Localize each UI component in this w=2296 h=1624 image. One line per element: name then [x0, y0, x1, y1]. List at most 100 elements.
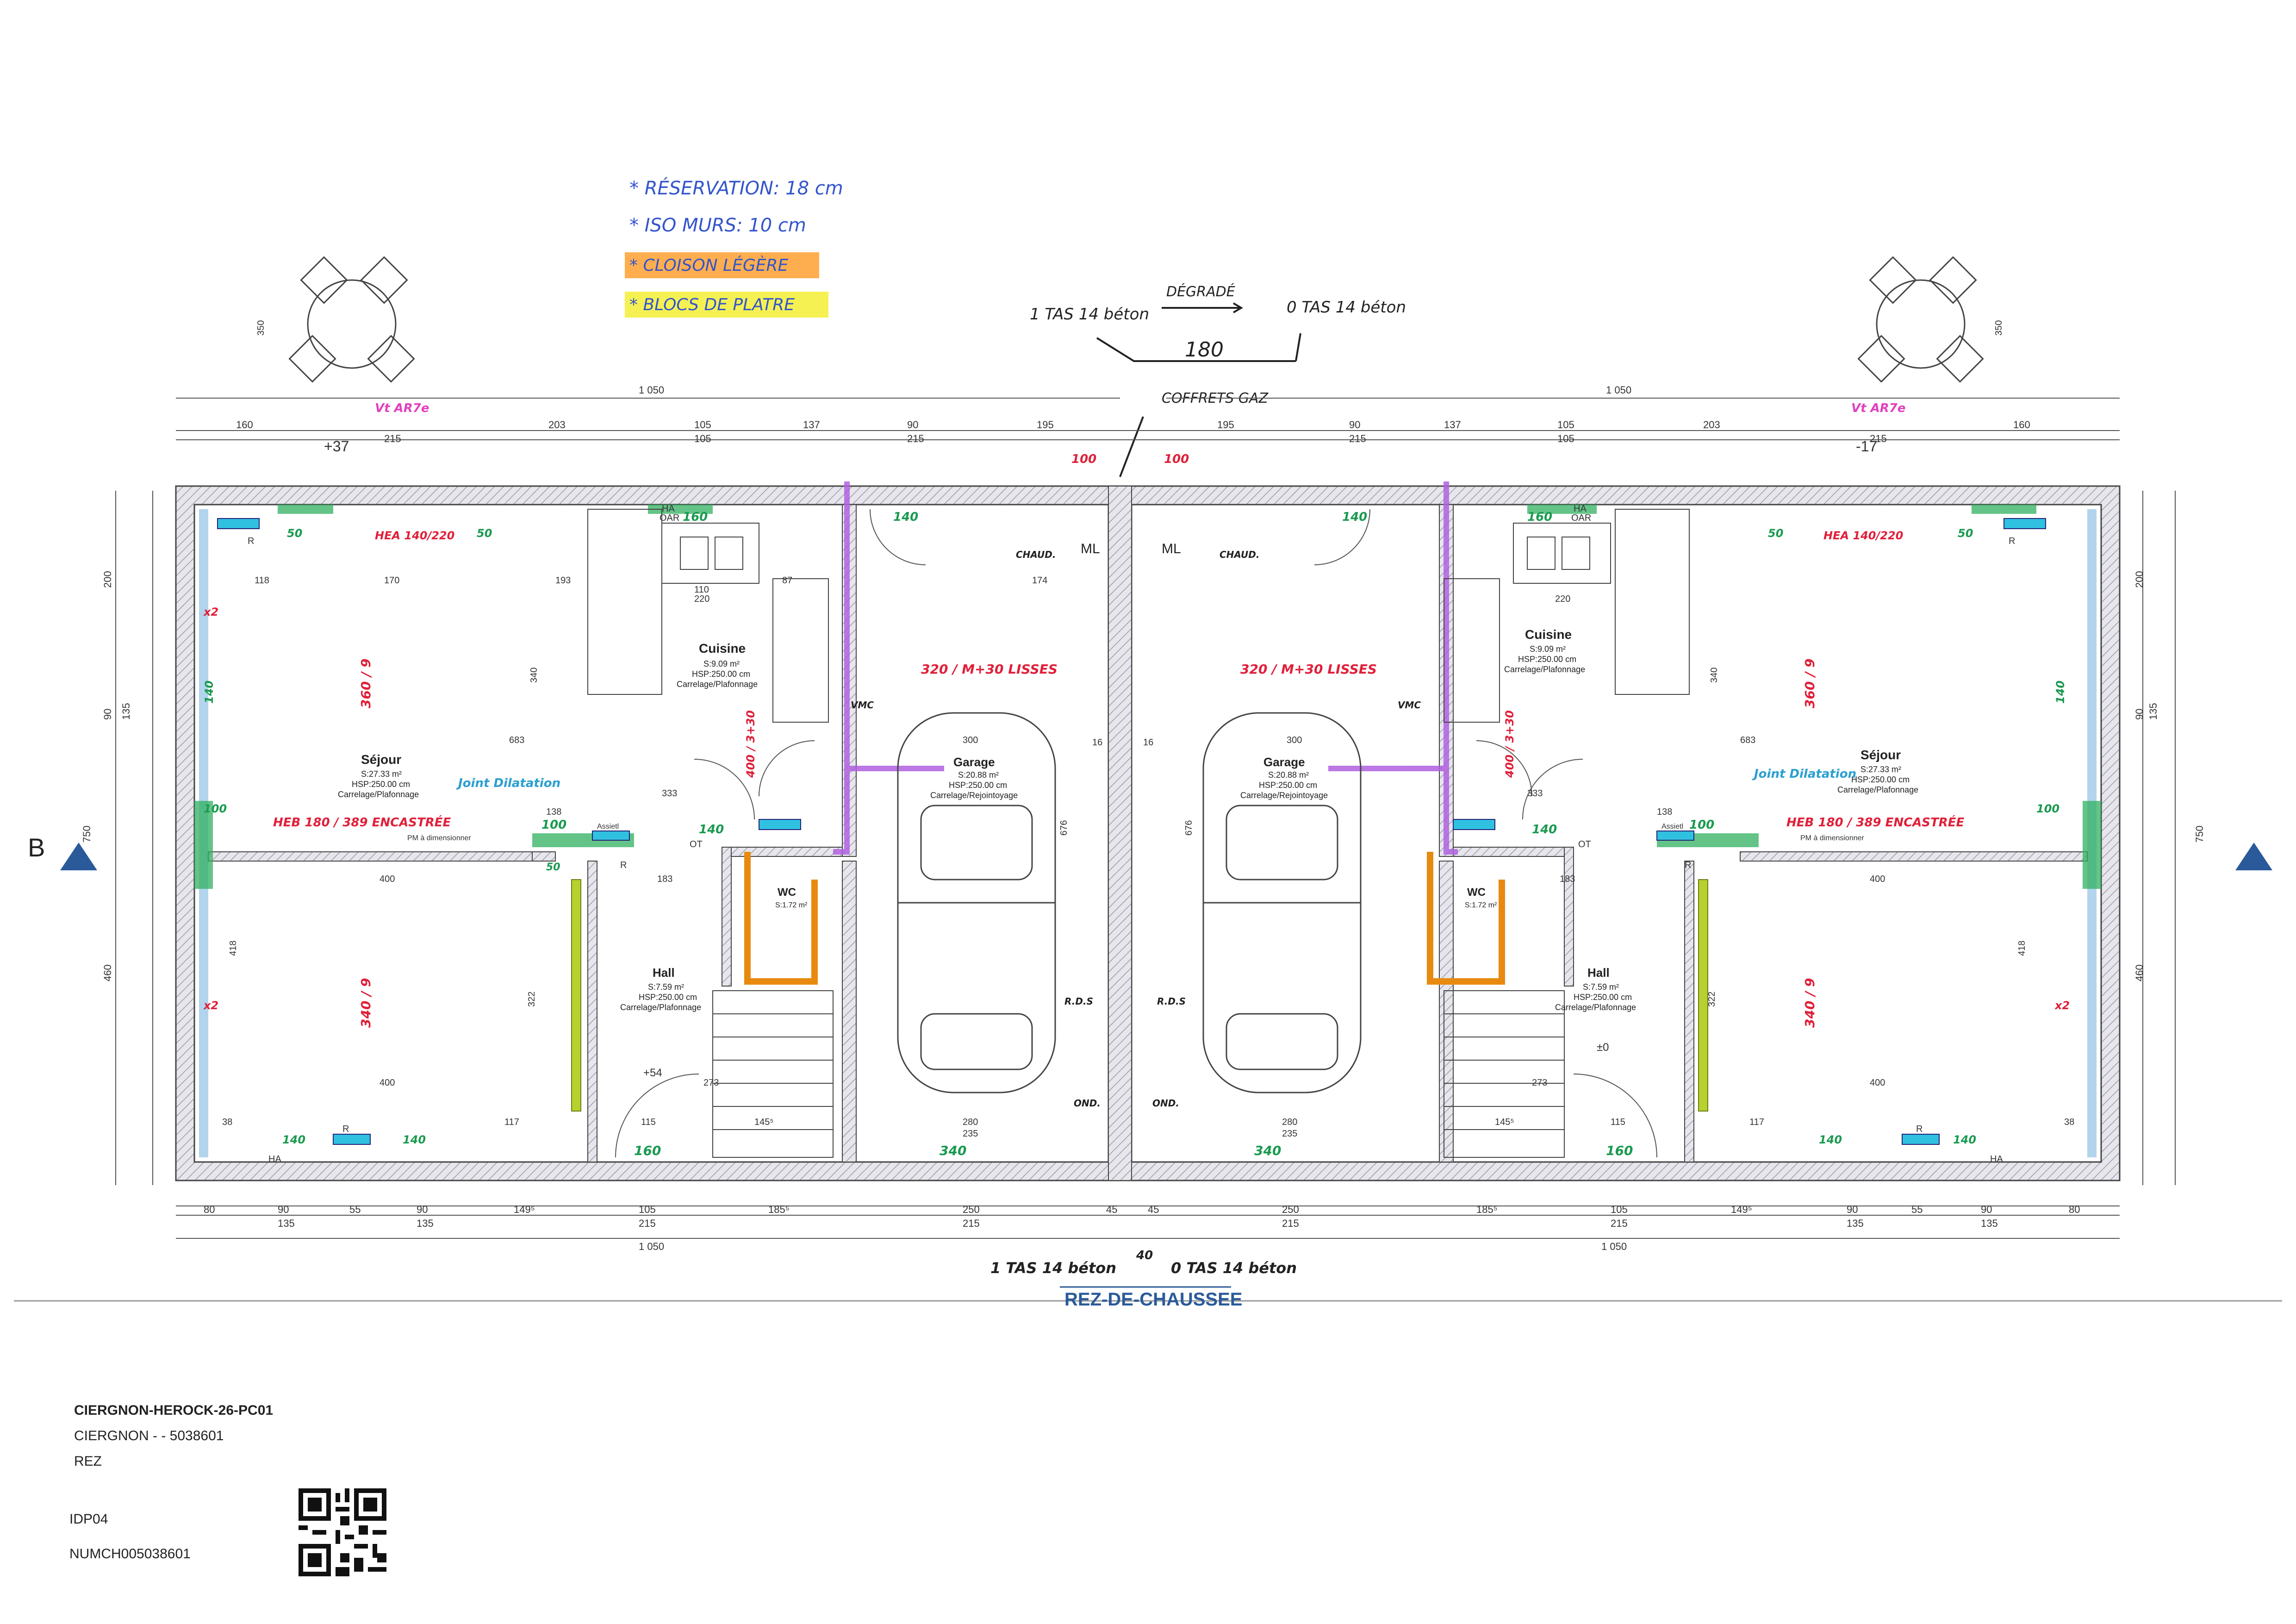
room-sejour-finish-left: Carrelage/Plafonnage [338, 790, 419, 799]
note-heb-left: HEB 180 / 389 ENCASTRÉE [273, 815, 451, 830]
dimension-label: 400 [1870, 1078, 1885, 1088]
note-50-right-2: 50 [1958, 527, 1973, 540]
note-sejour-top-right: 360 / 9 [1802, 658, 1817, 708]
room-wc-area-left: S:1.72 m² [775, 901, 808, 909]
dimension-label: 38 [222, 1117, 232, 1127]
level-hall-left: +54 [643, 1067, 662, 1079]
kitchen-units [587, 509, 1690, 723]
dimension-label: 340 [529, 668, 539, 683]
dim-top: 105 [1557, 419, 1574, 431]
dim-bottom-sub: 135 [417, 1218, 434, 1229]
note-140-top-left: 140 [893, 510, 918, 524]
section-arrow-left [60, 843, 97, 870]
room-hall-name-right: Hall [1587, 966, 1610, 980]
note-140-edge-right: 140 [2054, 681, 2067, 704]
dim-top: 90 [1349, 419, 1360, 431]
dim-bottom: 55 [1911, 1204, 1923, 1215]
note-sejour-bot-right: 340 / 9 [1802, 978, 1817, 1028]
dim-side-left: 135 [120, 703, 132, 720]
room-cuisine-finish-left: Carrelage/Plafonnage [677, 680, 758, 689]
note-140-bottom-right: 140 [1819, 1133, 1842, 1146]
dim-bottom: 90 [278, 1204, 289, 1215]
dimension-lines-top [115, 398, 2176, 1239]
dimension-label: 340 [1709, 668, 1719, 683]
room-hall-finish-left: Carrelage/Plafonnage [620, 1003, 701, 1012]
dim-overall-top-right: 1 050 [1606, 384, 1631, 396]
dimension-label: R [1916, 1124, 1923, 1134]
dim-bottom: 90 [417, 1204, 428, 1215]
room-garage-hsp-left: HSP:250.00 cm [949, 781, 1007, 790]
dimension-label: 38 [2064, 1117, 2074, 1127]
note-slope-bottom: 40 [1136, 1249, 1153, 1262]
legend-cloison: * CLOISON LÉGÈRE [629, 256, 789, 275]
room-sejour-area-left: S:27.33 m² [361, 769, 402, 779]
dim-bottom: 149⁵ [1731, 1204, 1752, 1215]
dimension-label: 138 [546, 807, 561, 817]
room-cuisine-area-left: S:9.09 m² [703, 659, 740, 668]
dimension-label: 118 [255, 575, 269, 586]
note-140-bottom-left: 140 [282, 1133, 305, 1146]
dimension-label: 333 [662, 788, 677, 799]
project-level: REZ [74, 1454, 102, 1469]
room-sejour-name-right: Séjour [1860, 748, 1901, 762]
plan-title: REZ-DE-CHAUSSEE [1064, 1289, 1242, 1310]
dimension-label: R [620, 860, 627, 870]
note-160-top-left: 160 [683, 510, 708, 524]
room-wc-name-right: WC [1467, 886, 1486, 899]
room-cuisine-hsp-right: HSP:250.00 cm [1518, 655, 1576, 664]
dimension-label: 183 [657, 874, 672, 884]
blocs-de-platre-marks [571, 879, 1708, 1112]
section-arrow-right [2235, 843, 2272, 870]
note-vt-left: Vt AR7e [375, 401, 429, 415]
note-hea-left: HEA 140/220 [375, 529, 454, 542]
dimension-label: R [342, 1124, 349, 1134]
dimension-label: HA [268, 1154, 281, 1164]
dimension-label: 418 [228, 941, 238, 956]
note-vmc-right: VMC [1398, 700, 1421, 711]
cyan-window-sills [217, 518, 2046, 1145]
dimension-label: 220 [694, 594, 709, 604]
dimension-label: 138 [1657, 807, 1672, 817]
dim-side-right: 135 [2147, 703, 2159, 720]
room-garage-area-right: S:20.88 m² [1268, 770, 1309, 780]
note-joint-left: Joint Dilatation [456, 776, 560, 790]
car-left [897, 712, 1056, 1093]
dimension-label: 400 [1870, 874, 1885, 884]
room-sejour-hsp-left: HSP:250.00 cm [352, 780, 410, 789]
dim-overall-bottom-right: 1 050 [1601, 1241, 1627, 1252]
note-100-edge-left: 100 [204, 802, 227, 815]
dim-top-sub: 215 [1349, 433, 1366, 444]
note-160-right: 160 [1606, 1143, 1633, 1158]
car-right [1202, 712, 1362, 1093]
section-marker-b: B [28, 833, 45, 862]
room-hall-name-left: Hall [653, 966, 675, 980]
note-50-right: 50 [1768, 527, 1783, 540]
note-50-left: 50 [287, 527, 302, 540]
note-heb-right: HEB 180 / 389 ENCASTRÉE [1786, 815, 1965, 830]
dimension-label: 350 [1994, 320, 2004, 336]
ml-right: ML [1162, 541, 1181, 556]
dim-side-left: 460 [102, 964, 113, 981]
project-code: CIERGNON-HEROCK-26-PC01 [74, 1403, 274, 1418]
dim-side-left: 90 [102, 709, 113, 720]
note-50-left-2: 50 [477, 527, 492, 540]
dim-side-right: 460 [2134, 964, 2145, 981]
dim-bottom: 250 [963, 1204, 980, 1215]
dimension-label: HA [1574, 504, 1587, 514]
qr-code-icon [299, 1488, 386, 1576]
dimension-label: 400 [380, 874, 395, 884]
note-sejour-top-left: 360 / 9 [358, 658, 373, 708]
room-garage-area-left: S:20.88 m² [958, 770, 999, 780]
dim-bottom-sub: 215 [1611, 1218, 1628, 1229]
project-number: NUMCH005038601 [69, 1546, 191, 1562]
room-hall-hsp-left: HSP:250.00 cm [639, 993, 697, 1002]
note-100-right: 100 [1689, 818, 1714, 832]
blue-handwritten-notes: Joint Dilatation Joint Dilatation Vt AR7… [375, 401, 1905, 790]
room-hall-finish-right: Carrelage/Plafonnage [1555, 1003, 1636, 1012]
note-140-bottom-left-2: 140 [403, 1133, 426, 1146]
dim-bottom-sub: 215 [1282, 1218, 1299, 1229]
note-x2-right: x2 [2054, 999, 2070, 1012]
dimension-label: 683 [509, 735, 524, 745]
dim-top: 90 [907, 419, 918, 431]
dim-bottom: 55 [349, 1204, 361, 1215]
